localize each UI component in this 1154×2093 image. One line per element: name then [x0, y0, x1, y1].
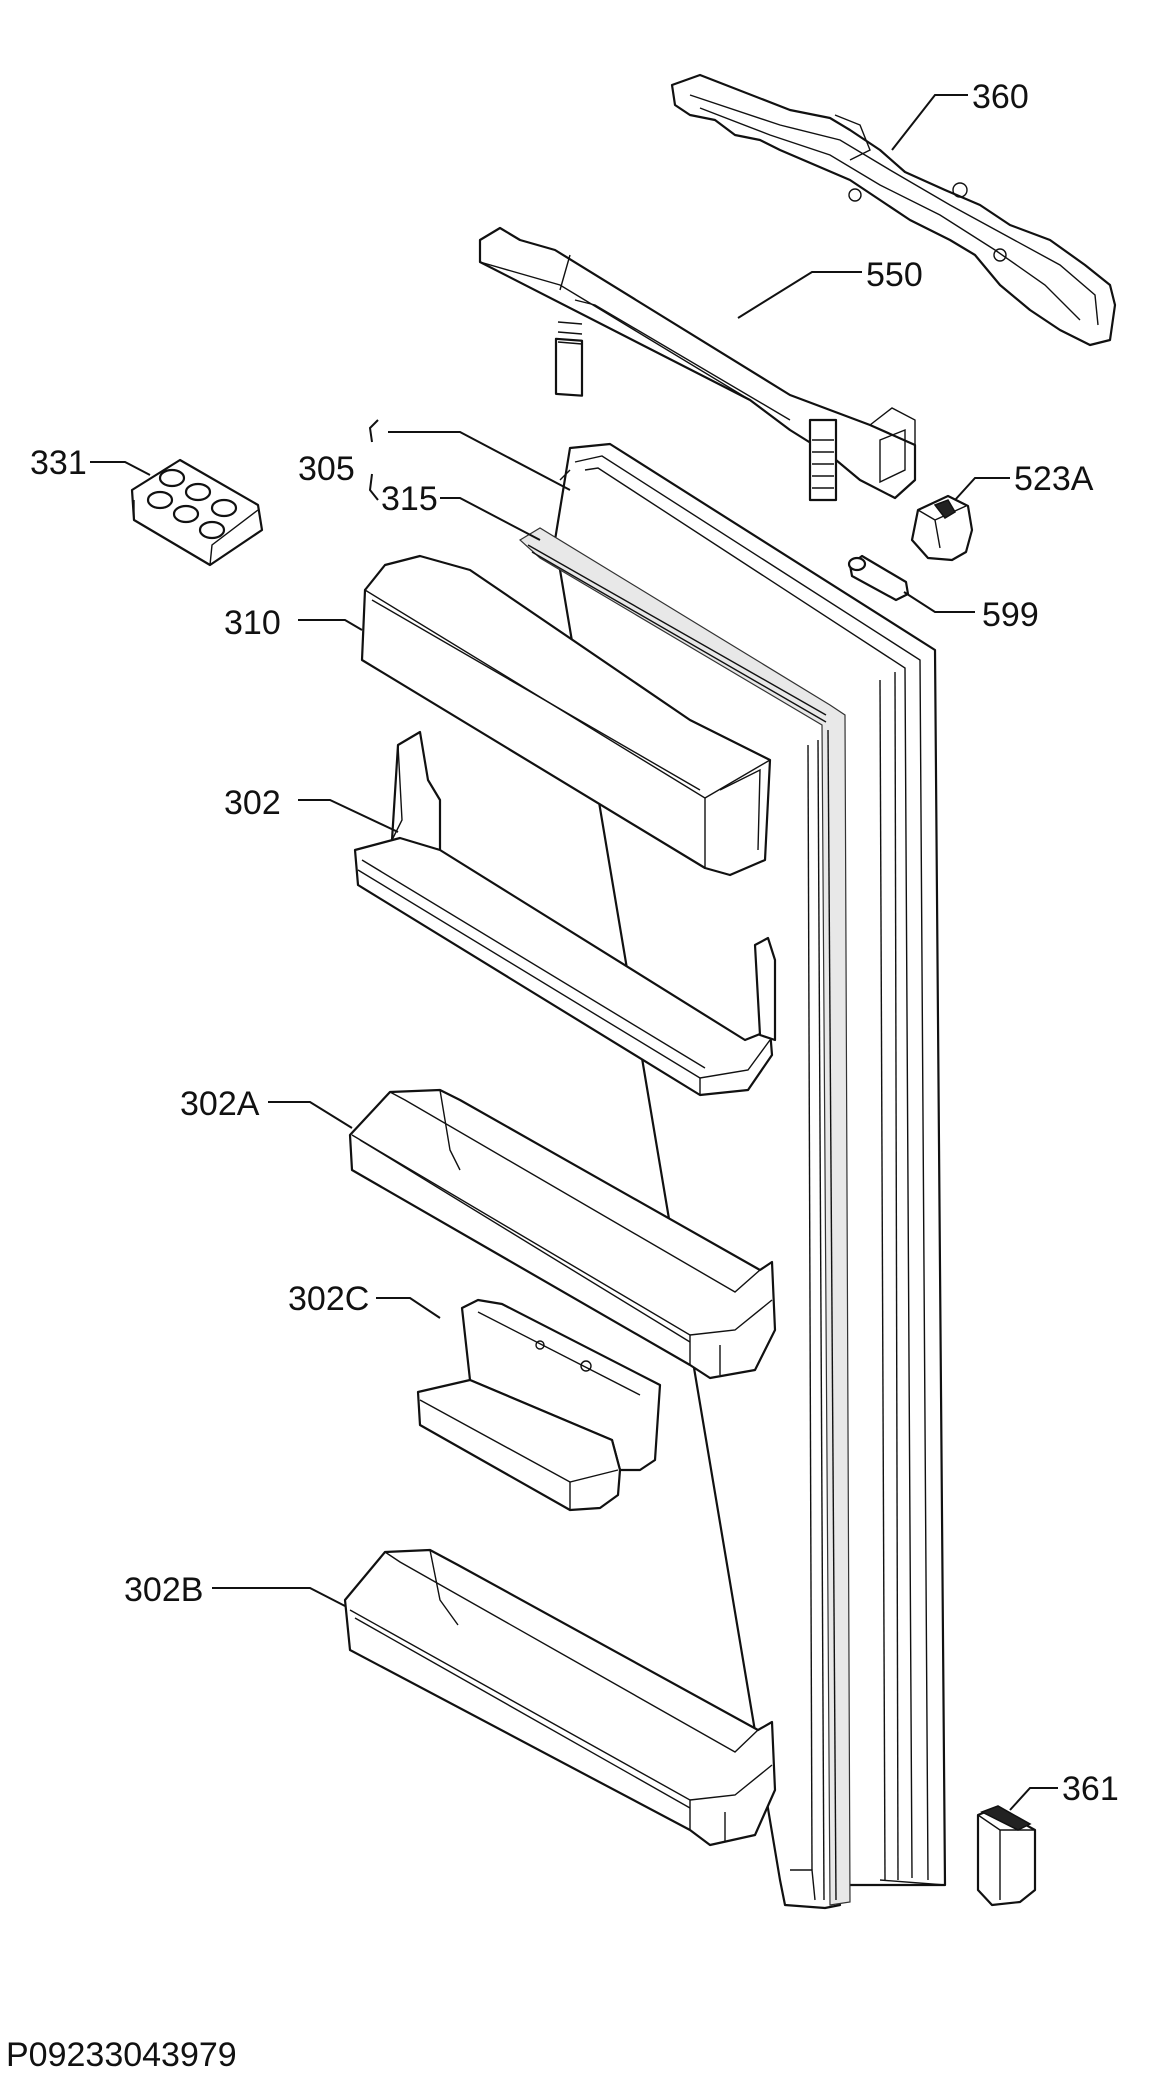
leader-360 [891, 94, 968, 151]
part-599-hinge-pin [847, 554, 910, 602]
part-361-hinge-clip [976, 1805, 1037, 1907]
leader-550 [737, 271, 862, 319]
label-310: 310 [224, 604, 281, 642]
part-302-door-shelf [353, 730, 777, 1097]
label-302A: 302A [180, 1085, 260, 1123]
leader-523A [954, 477, 1010, 501]
label-550: 550 [866, 256, 923, 294]
leader-305 [388, 431, 571, 491]
label-361: 361 [1062, 1770, 1119, 1808]
label-599: 599 [982, 596, 1039, 634]
label-315: 315 [381, 480, 438, 518]
leader-310 [298, 619, 363, 631]
label-302C: 302C [288, 1280, 369, 1318]
part-523A-hinge-cap [910, 494, 974, 562]
part-331-egg-tray [130, 458, 264, 567]
label-302B: 302B [124, 1571, 203, 1609]
label-302: 302 [224, 784, 281, 822]
part-310-dairy-lid [360, 554, 772, 877]
figure-code: P09233043979 [6, 2036, 237, 2074]
part-550-top-profile [478, 226, 917, 502]
leader-599 [903, 591, 975, 613]
leader-302 [298, 799, 399, 833]
label-360: 360 [972, 78, 1029, 116]
label-305: 305 [298, 450, 355, 488]
part-302A-bottle-shelf [348, 1088, 777, 1380]
label-331: 331 [30, 444, 87, 482]
leader-361 [1009, 1787, 1058, 1811]
leader-302A [268, 1101, 353, 1129]
part-360-hinge-bracket [670, 73, 1117, 347]
leader-302C [376, 1297, 441, 1319]
part-302C-small-bin [416, 1298, 662, 1512]
leader-315 [440, 497, 541, 541]
leader-331 [90, 461, 151, 476]
leader-302B [212, 1587, 346, 1607]
label-523A: 523A [1014, 460, 1094, 498]
part-302B-bottom-shelf [343, 1548, 777, 1847]
brace-305 [368, 419, 379, 501]
